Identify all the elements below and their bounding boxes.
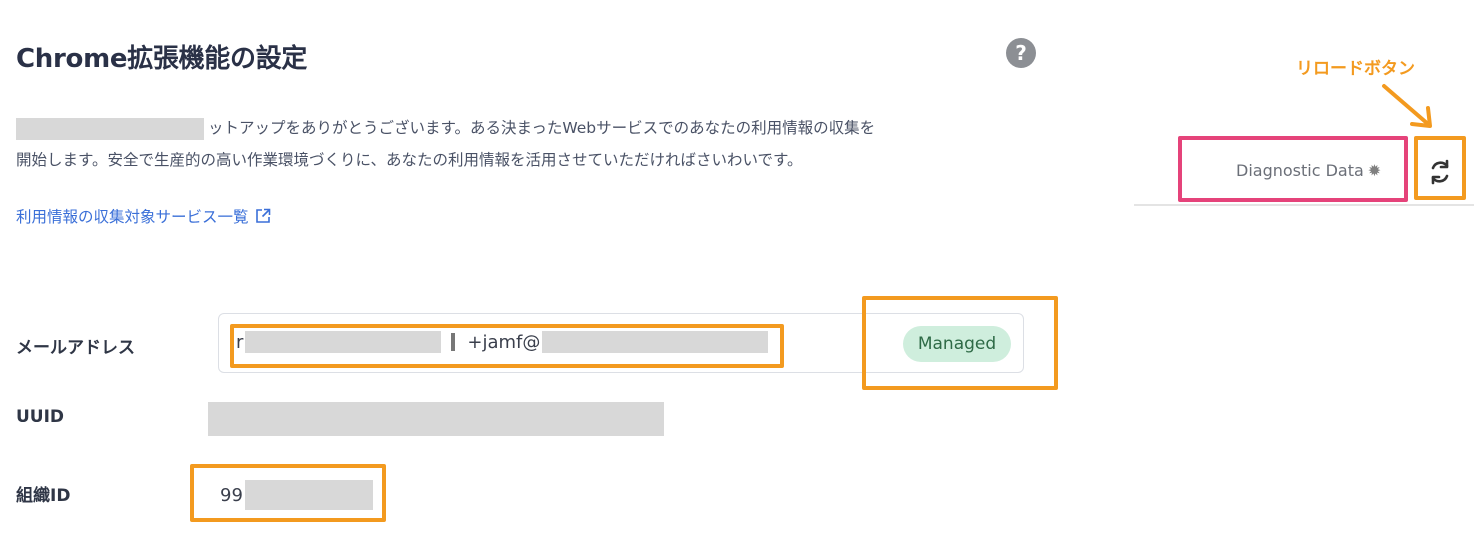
- email-middle: +jamf@: [467, 331, 541, 353]
- text-cursor-mark: [451, 333, 456, 351]
- email-label: メールアドレス: [16, 338, 135, 358]
- redacted-email-part: [245, 331, 442, 353]
- reload-callout-label: リロードボタン: [1296, 59, 1415, 79]
- uuid-label: UUID: [16, 407, 65, 427]
- org-id-prefix: 99: [220, 484, 243, 506]
- redacted-org-id: [244, 480, 373, 510]
- highlight-reload-button: [1414, 136, 1466, 200]
- page-title: Chrome拡張機能の設定: [16, 44, 308, 74]
- highlight-managed-badge: [862, 296, 1058, 390]
- description-text-1: ットアップをありがとうございます。ある決まったWebサービスでのあなたの利用情報…: [208, 119, 876, 137]
- description-line-2: 開始します。安全で生産的の高い作業環境づくりに、あなたの利用情報を活用させていた…: [16, 151, 803, 169]
- callout-arrow-icon: [1382, 84, 1432, 128]
- collection-services-link[interactable]: 利用情報の収集対象サービス一覧: [16, 205, 271, 227]
- highlight-email-value: [230, 324, 784, 368]
- external-link-icon: [255, 208, 271, 224]
- help-icon[interactable]: ?: [1006, 38, 1036, 68]
- email-value: r +jamf@: [236, 331, 769, 353]
- highlight-diagnostic-data: [1178, 136, 1408, 202]
- redacted-text: [16, 117, 204, 140]
- reload-icon[interactable]: [1424, 156, 1456, 188]
- org-id-value: 99: [220, 480, 373, 510]
- org-id-label: 組織ID: [16, 486, 71, 506]
- highlight-org-id: [190, 464, 386, 522]
- uuid-value-redacted: [208, 402, 664, 436]
- email-prefix: r: [236, 331, 244, 353]
- panel-divider: [1134, 204, 1474, 206]
- managed-badge: Managed: [903, 326, 1011, 362]
- diagnostic-data[interactable]: Diagnostic Data ✹: [1236, 161, 1381, 180]
- gear-icon: ✹: [1367, 161, 1382, 180]
- description-line-1: ットアップをありがとうございます。ある決まったWebサービスでのあなたの利用情報…: [16, 116, 875, 140]
- collection-services-link-label: 利用情報の収集対象サービス一覧: [16, 208, 249, 226]
- redacted-email-domain: [542, 331, 769, 353]
- diagnostic-data-label: Diagnostic Data: [1236, 161, 1364, 180]
